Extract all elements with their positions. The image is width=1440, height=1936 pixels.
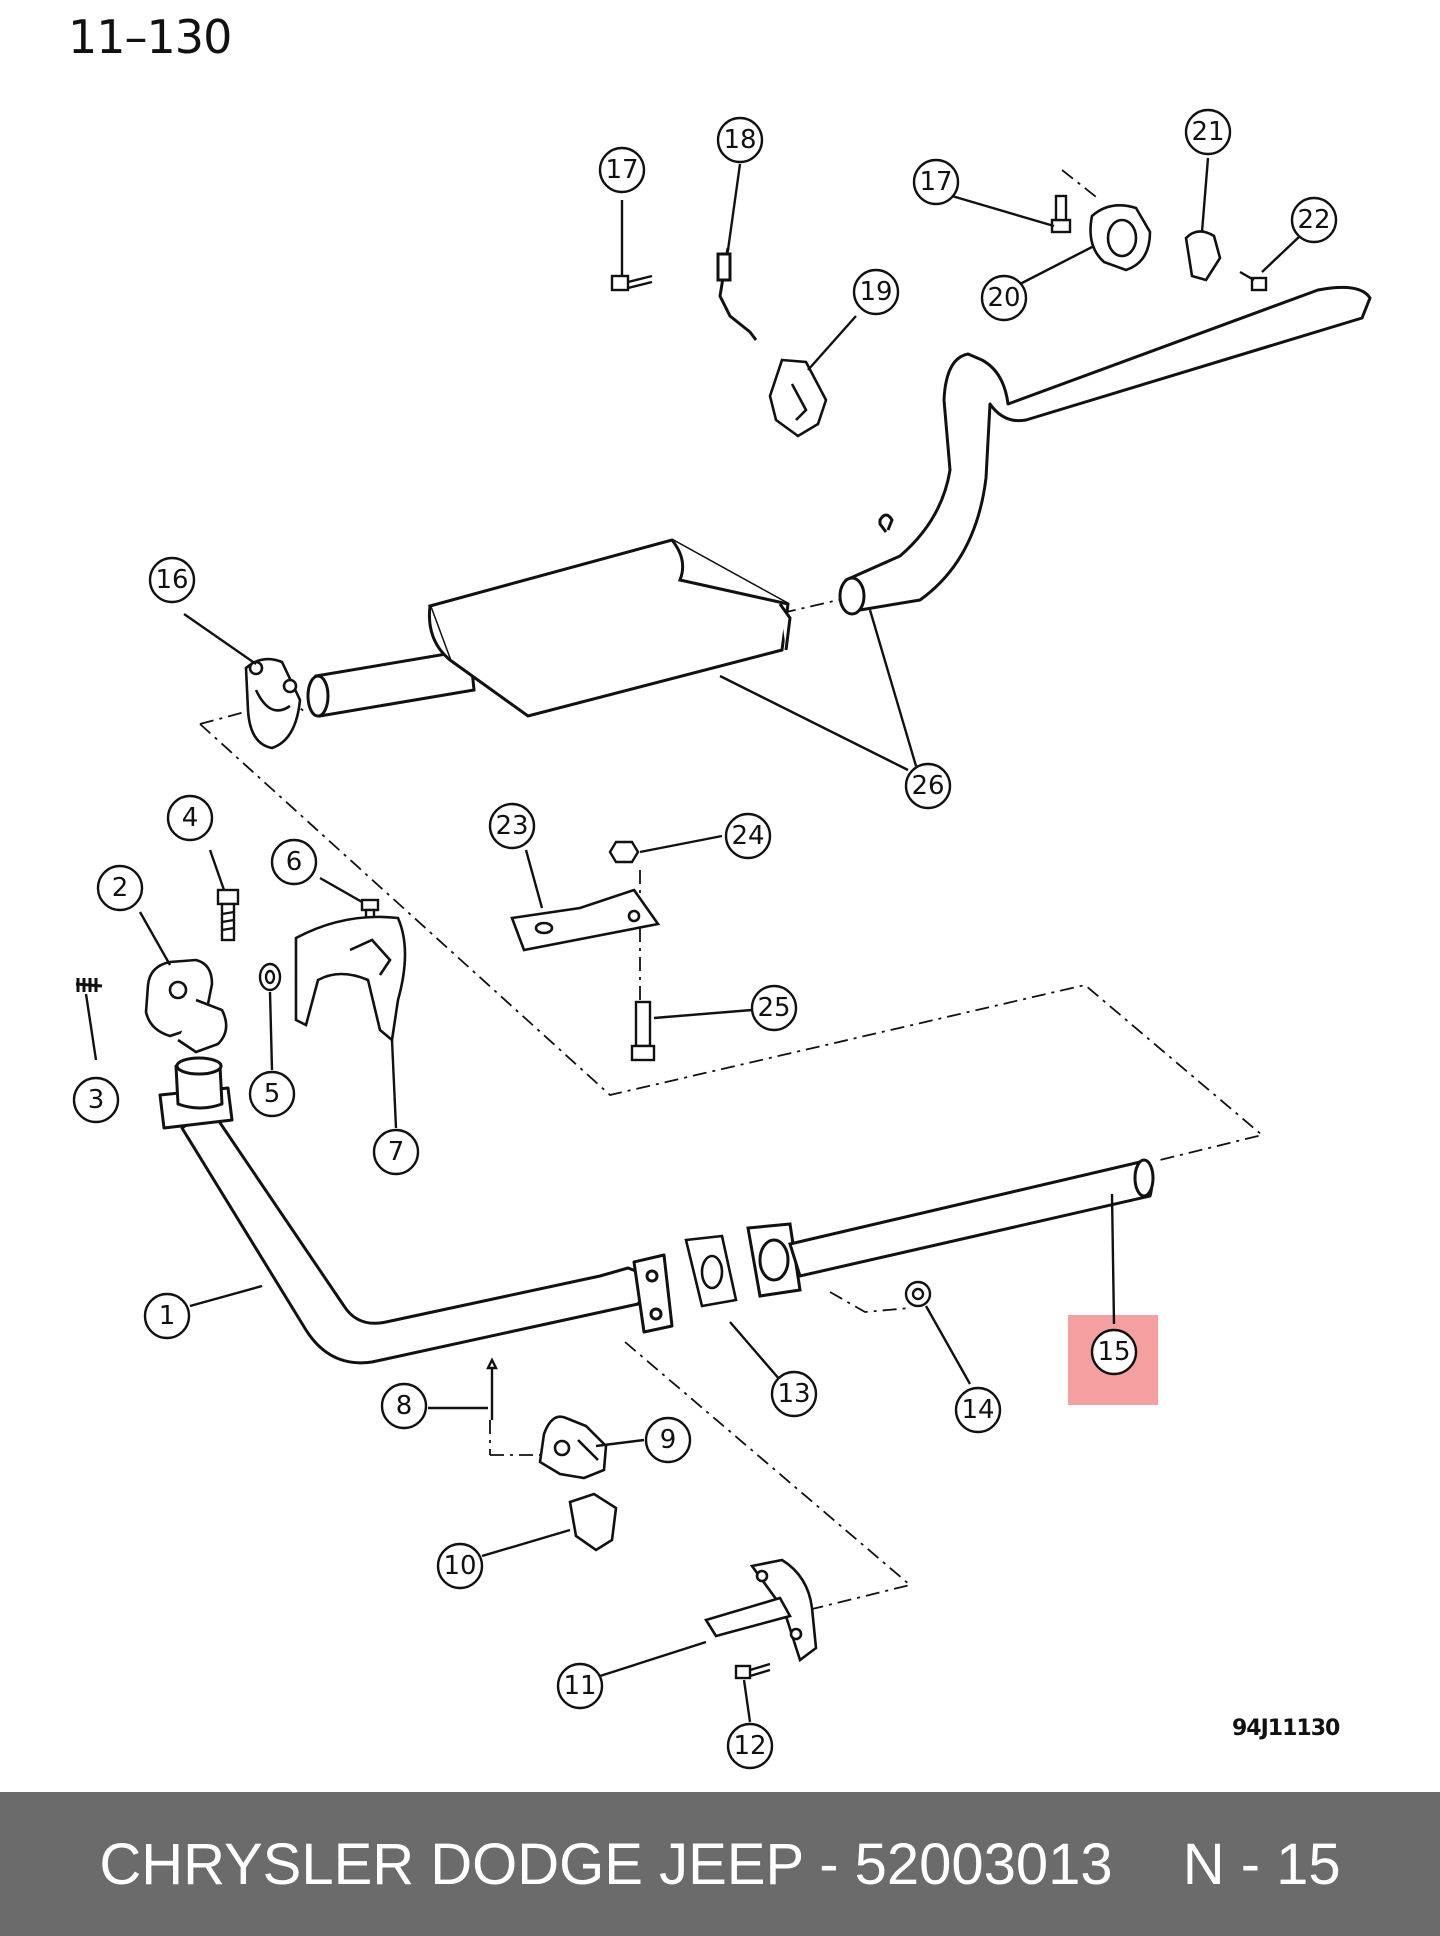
intermediate-pipe	[746, 1158, 1155, 1298]
callout-label-2: 2	[112, 873, 129, 903]
callout-label-3: 3	[88, 1085, 105, 1115]
callout-label-17: 17	[605, 155, 638, 185]
callout-label-15: 15	[1097, 1337, 1130, 1367]
callout-label-14: 14	[961, 1395, 994, 1425]
callout-circle-26	[904, 762, 952, 810]
nut-14	[904, 1280, 932, 1308]
callout-circle-25	[750, 984, 798, 1032]
muffler	[306, 538, 792, 718]
callout-label-5: 5	[264, 1079, 281, 1109]
bolt-12	[734, 1662, 771, 1680]
callout-label-9: 9	[660, 1425, 677, 1455]
callout-circle-11	[556, 1662, 604, 1710]
page-number: 11–130	[68, 10, 232, 64]
callout-circle-19	[852, 268, 900, 316]
callout-circle-16	[148, 556, 196, 604]
callout-circle-17	[912, 158, 960, 206]
stud	[75, 978, 103, 992]
callout-label-26: 26	[911, 771, 944, 801]
clamp-16	[244, 657, 302, 750]
clamp-20	[1089, 204, 1152, 272]
callout-label-12: 12	[733, 1731, 766, 1761]
isolator-10	[568, 1492, 618, 1552]
callout-circle-22	[1290, 196, 1338, 244]
callout-label-19: 19	[859, 277, 892, 307]
callout-circle-20	[980, 274, 1028, 322]
hanger-rod-18	[716, 247, 758, 341]
callout-circle-15	[1090, 1328, 1138, 1376]
callout-label-24: 24	[731, 821, 764, 851]
callout-circle-24	[724, 812, 772, 860]
bolt-8	[486, 1357, 498, 1420]
front-pipe	[158, 1056, 674, 1365]
callout-circle-9	[644, 1416, 692, 1464]
callout-circle-5	[248, 1070, 296, 1118]
callout-circle-1	[143, 1292, 191, 1340]
callout-label-10: 10	[443, 1551, 476, 1581]
footer-part-number: CHRYSLER DODGE JEEP - 52003013	[99, 1831, 1113, 1897]
callout-circle-2	[96, 864, 144, 912]
footer-bar: CHRYSLER DODGE JEEP - 52003013 N - 15	[0, 1792, 1440, 1936]
callout-circle-13	[770, 1370, 818, 1418]
callout-label-21: 21	[1191, 117, 1224, 147]
callout-circle-14	[954, 1386, 1002, 1434]
callout-label-11: 11	[563, 1671, 596, 1701]
callout-label-23: 23	[495, 811, 528, 841]
tailpipe	[838, 285, 1372, 616]
callout-label-13: 13	[777, 1379, 810, 1409]
callout-circle-17	[598, 146, 646, 194]
callout-circle-3	[72, 1076, 120, 1124]
nut-24	[608, 840, 640, 864]
footer-ref: N - 15	[1182, 1831, 1341, 1897]
callout-label-20: 20	[987, 283, 1020, 313]
callout-label-16: 16	[155, 565, 188, 595]
callout-circle-6	[270, 838, 318, 886]
leader-lines	[84, 157, 1301, 1723]
callout-circle-23	[488, 802, 536, 850]
callout-label-7: 7	[388, 1137, 405, 1167]
callout-label-6: 6	[286, 847, 303, 877]
callout-label-4: 4	[182, 803, 199, 833]
heat-shield	[294, 915, 407, 1043]
callout-label-22: 22	[1297, 205, 1330, 235]
callout-label-17: 17	[919, 167, 952, 197]
bolt-25	[630, 1000, 656, 1062]
isolator-19	[768, 358, 828, 438]
bolt-4	[216, 888, 240, 942]
callout-circle-8	[380, 1382, 428, 1430]
exhaust-system-diagram: 1234567891011121314151617171819202122232…	[72, 108, 1372, 1770]
bracket-23	[510, 888, 661, 952]
callout-circle-4	[166, 794, 214, 842]
gasket-13	[684, 1234, 738, 1308]
bracket-11	[703, 1558, 818, 1663]
callout-label-25: 25	[757, 993, 790, 1023]
callout-label-18: 18	[723, 125, 756, 155]
figure-code: 94J11130	[1232, 1716, 1340, 1741]
bolt-22	[1239, 270, 1268, 292]
callout-label-8: 8	[396, 1391, 413, 1421]
clip-21	[1184, 230, 1222, 282]
hanger-9	[538, 1415, 608, 1480]
callout-circle-12	[726, 1722, 774, 1770]
callout-label-1: 1	[159, 1301, 176, 1331]
nut-5	[258, 962, 282, 992]
callout-circle-21	[1184, 108, 1232, 156]
callout-circle-18	[716, 116, 764, 164]
bolt-17a	[610, 274, 653, 292]
callout-circle-10	[436, 1542, 484, 1590]
manifold-flange	[144, 958, 228, 1054]
bolt-17b	[1050, 194, 1072, 234]
callout-circle-7	[372, 1128, 420, 1176]
